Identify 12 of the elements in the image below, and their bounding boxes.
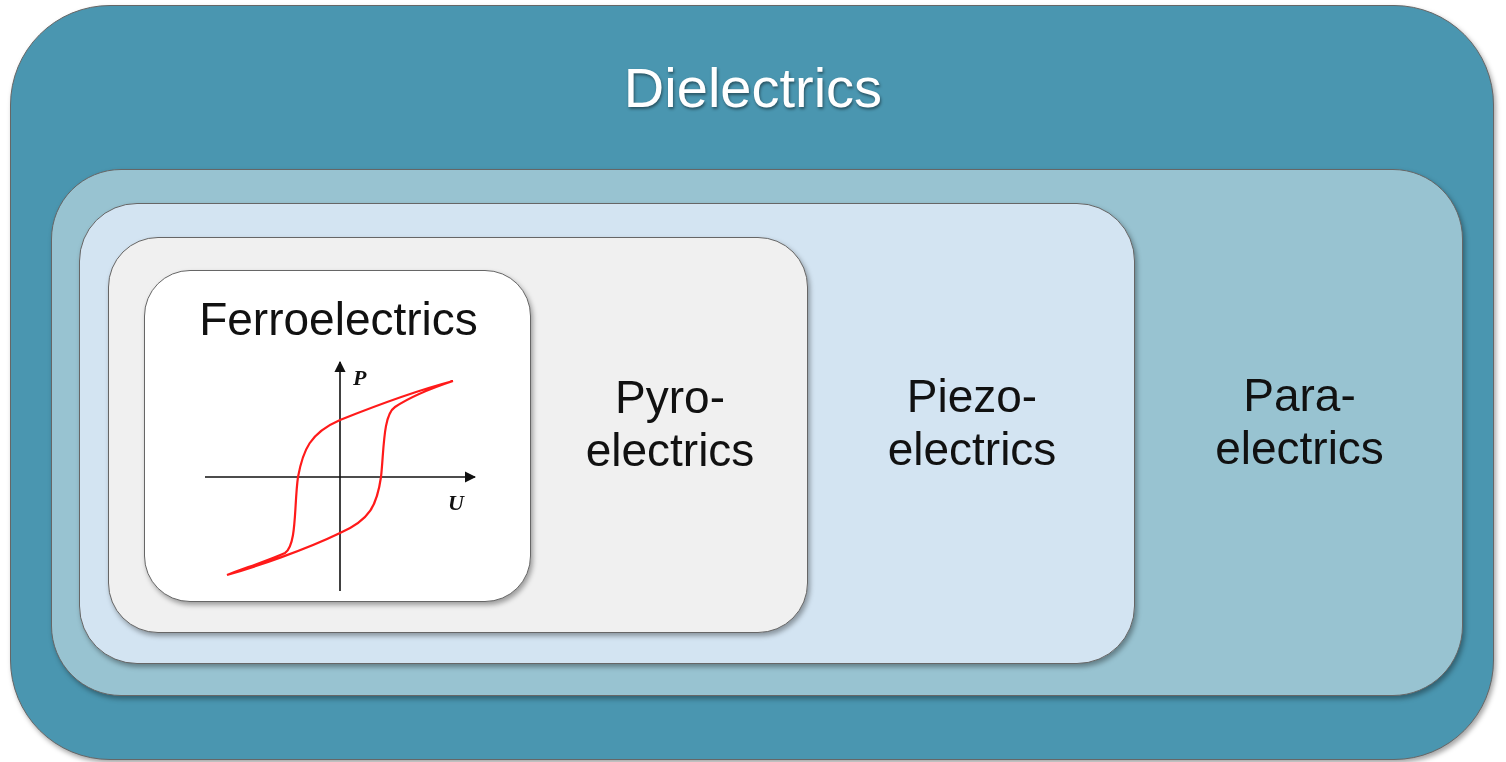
heading: Dielectrics — [622, 56, 884, 121]
category-label: Piezo- electrics — [886, 370, 1058, 476]
axis-label: P — [353, 367, 367, 389]
category-panel — [79, 203, 1135, 664]
category-label: Para- electrics — [1214, 369, 1385, 475]
axis-label: U — [448, 492, 464, 514]
category-label: Ferroelectrics — [198, 293, 479, 346]
category-panel — [51, 169, 1463, 696]
outer-category-panel — [10, 5, 1494, 760]
category-panel — [108, 237, 808, 633]
category-label: Pyro- electrics — [584, 371, 756, 477]
category-card — [144, 270, 531, 602]
